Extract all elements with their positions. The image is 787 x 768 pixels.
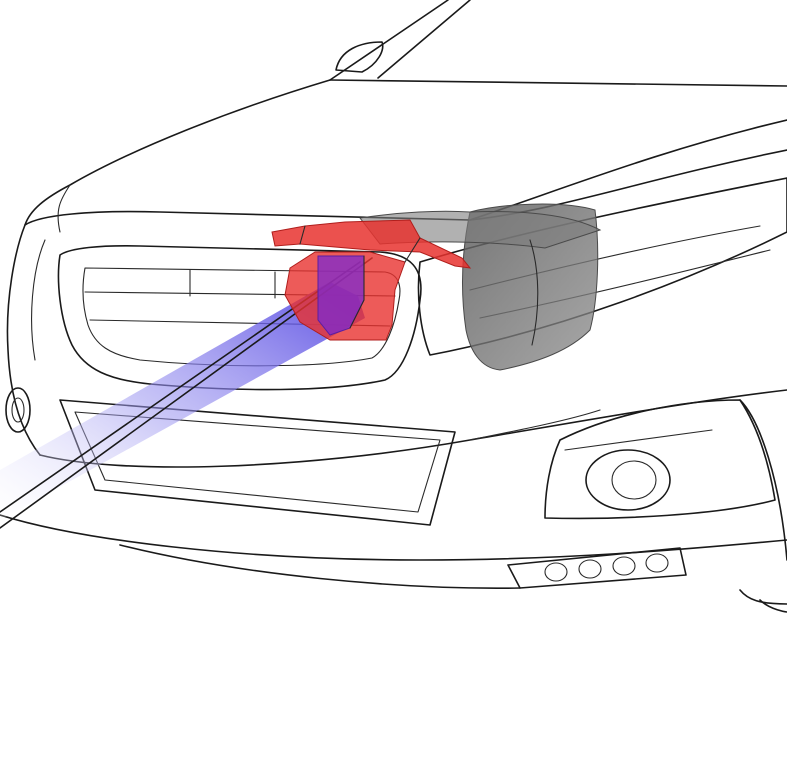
wheel-arch-lower bbox=[739, 589, 787, 605]
bumper-bottom bbox=[0, 514, 787, 561]
left-fog-light bbox=[5, 387, 31, 433]
grille-bar-2 bbox=[189, 269, 276, 299]
side-mirror bbox=[335, 41, 384, 73]
intake-duct-rim bbox=[299, 225, 421, 263]
fog-light-housing bbox=[544, 399, 787, 613]
fog-housing-outer bbox=[544, 399, 776, 520]
fog-light-lens bbox=[611, 460, 657, 500]
air-box-seam bbox=[529, 239, 539, 346]
airflow-path bbox=[0, 282, 365, 520]
drl-strip bbox=[507, 547, 687, 589]
fog-light-outer bbox=[585, 449, 671, 511]
grille-surround bbox=[57, 245, 422, 391]
air-box-body bbox=[462, 203, 599, 371]
drl-led-4 bbox=[645, 553, 669, 573]
intake-duct-edge bbox=[349, 255, 365, 329]
hood-edge bbox=[24, 79, 331, 226]
chin-spoiler bbox=[119, 544, 521, 589]
cowl-line bbox=[329, 79, 787, 87]
hood-crease bbox=[57, 184, 71, 233]
drl-housing bbox=[507, 547, 687, 589]
left-fog-ring bbox=[5, 387, 31, 433]
intake-duct bbox=[271, 219, 472, 341]
fascia-left bbox=[6, 224, 41, 456]
bumper-crease bbox=[469, 409, 601, 441]
fog-housing-slat bbox=[564, 429, 713, 451]
left-fog-lens bbox=[11, 397, 25, 423]
drl-led-3 bbox=[612, 556, 636, 576]
drl-led-1 bbox=[544, 562, 568, 582]
drl-led-2 bbox=[578, 559, 602, 579]
fascia-left-inner bbox=[31, 239, 46, 361]
windshield-pillar bbox=[329, 0, 471, 81]
